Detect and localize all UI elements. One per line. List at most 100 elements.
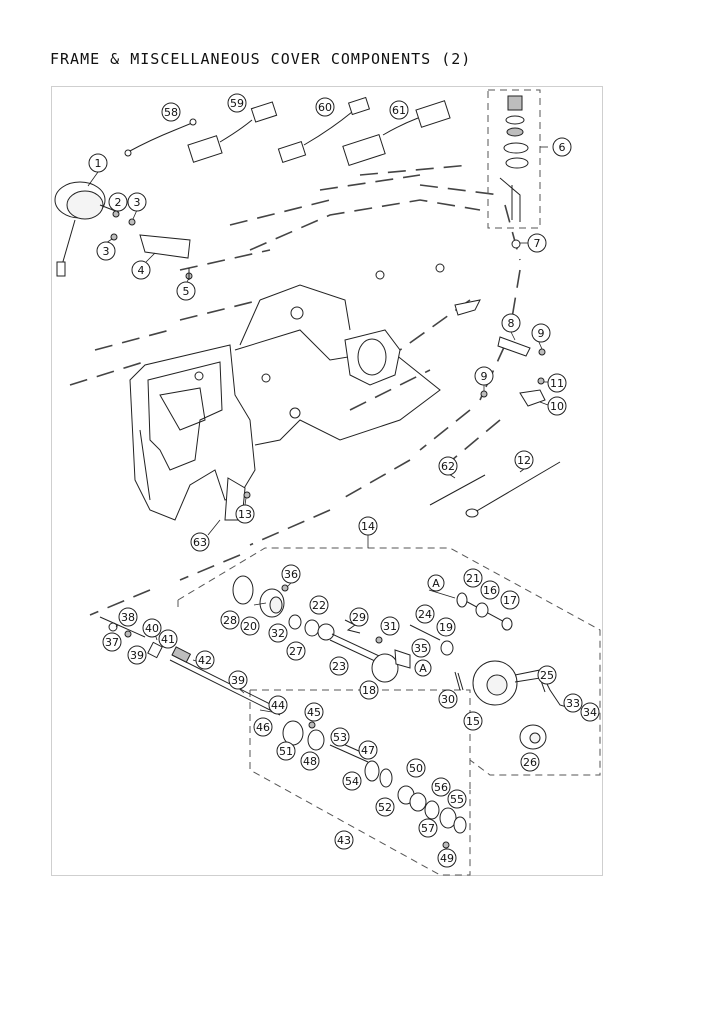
- svg-text:59: 59: [230, 97, 244, 110]
- svg-text:45: 45: [307, 706, 321, 719]
- callout-60: 60: [315, 97, 335, 117]
- callout-16: 16: [480, 580, 500, 600]
- callout-18: 18: [359, 680, 379, 700]
- diagram-frame: [51, 86, 603, 876]
- svg-text:29: 29: [352, 611, 366, 624]
- callout-58: 58: [161, 102, 181, 122]
- svg-text:47: 47: [361, 744, 375, 757]
- svg-text:35: 35: [414, 642, 428, 655]
- callout-14: 14: [358, 516, 378, 536]
- svg-text:39: 39: [130, 649, 144, 662]
- svg-text:15: 15: [466, 715, 480, 728]
- callout-55: 55: [447, 789, 467, 809]
- svg-text:26: 26: [523, 756, 537, 769]
- callout-39a: 39: [127, 645, 147, 665]
- callout-47: 47: [358, 740, 378, 760]
- svg-text:50: 50: [409, 762, 423, 775]
- svg-text:49: 49: [440, 852, 454, 865]
- svg-text:40: 40: [145, 622, 159, 635]
- callout-56: 56: [431, 777, 451, 797]
- callout-32: 32: [268, 623, 288, 643]
- svg-text:56: 56: [434, 781, 448, 794]
- svg-text:13: 13: [238, 508, 252, 521]
- callout-20: 20: [240, 616, 260, 636]
- svg-text:46: 46: [256, 721, 270, 734]
- svg-text:39: 39: [231, 674, 245, 687]
- svg-text:58: 58: [164, 106, 178, 119]
- callout-37: 37: [102, 632, 122, 652]
- callout-17: 17: [500, 590, 520, 610]
- callout-46: 46: [253, 717, 273, 737]
- svg-text:33: 33: [566, 697, 580, 710]
- callout-62: 62: [438, 456, 458, 476]
- callout-34: 34: [580, 702, 600, 722]
- callout-3a: 3: [127, 192, 147, 212]
- callout-42: 42: [195, 650, 215, 670]
- svg-text:57: 57: [421, 822, 435, 835]
- svg-text:31: 31: [383, 620, 397, 633]
- lower-cluster: [282, 720, 467, 849]
- svg-text:12: 12: [517, 454, 531, 467]
- callout-52: 52: [375, 797, 395, 817]
- svg-text:34: 34: [583, 706, 597, 719]
- callout-27: 27: [286, 641, 306, 661]
- svg-text:42: 42: [198, 654, 212, 667]
- callout-19: 19: [436, 617, 456, 637]
- callout-41: 41: [158, 629, 178, 649]
- svg-text:23: 23: [332, 660, 346, 673]
- callout-38: 38: [118, 607, 138, 627]
- main-frame-casting: [129, 263, 445, 521]
- callout-11: 11: [547, 373, 567, 393]
- callout-9a: 9: [531, 323, 551, 343]
- svg-text:53: 53: [333, 731, 347, 744]
- callout-29: 29: [349, 607, 369, 627]
- svg-text:63: 63: [193, 536, 207, 549]
- svg-text:38: 38: [121, 611, 135, 624]
- callout-21: 21: [463, 568, 483, 588]
- svg-text:44: 44: [271, 699, 285, 712]
- svg-text:16: 16: [483, 584, 497, 597]
- callout-54: 54: [342, 771, 362, 791]
- svg-text:22: 22: [312, 599, 326, 612]
- svg-text:21: 21: [466, 572, 480, 585]
- svg-text:3: 3: [134, 196, 141, 209]
- callout-3b: 3: [96, 241, 116, 261]
- svg-text:1: 1: [95, 157, 102, 170]
- callout-49: 49: [437, 848, 457, 868]
- svg-text:62: 62: [441, 460, 455, 473]
- svg-text:10: 10: [550, 400, 564, 413]
- callout-53: 53: [330, 727, 350, 747]
- callout-39b: 39: [228, 670, 248, 690]
- svg-text:9: 9: [538, 327, 545, 340]
- callout-A1: A: [427, 574, 445, 592]
- svg-text:54: 54: [345, 775, 359, 788]
- svg-text:43: 43: [337, 834, 351, 847]
- callout-59: 59: [227, 93, 247, 113]
- callout-15: 15: [463, 711, 483, 731]
- callout-61: 61: [389, 100, 409, 120]
- svg-text:37: 37: [105, 636, 119, 649]
- svg-text:32: 32: [271, 627, 285, 640]
- callout-2: 2: [108, 192, 128, 212]
- svg-text:30: 30: [441, 693, 455, 706]
- callout-63: 63: [190, 532, 210, 552]
- callout-50: 50: [406, 758, 426, 778]
- svg-text:3: 3: [103, 245, 110, 258]
- callout-A2: A: [414, 659, 432, 677]
- callout-40: 40: [142, 618, 162, 638]
- callout-28: 28: [220, 610, 240, 630]
- svg-text:6: 6: [559, 141, 566, 154]
- callouts: 58 59 60 61 1 2 3 3 4 5 6 7 8 9 9 11 10 …: [88, 93, 600, 868]
- svg-text:60: 60: [318, 101, 332, 114]
- svg-text:25: 25: [540, 669, 554, 682]
- callout-24: 24: [415, 604, 435, 624]
- svg-text:A: A: [432, 577, 440, 590]
- svg-text:2: 2: [115, 196, 122, 209]
- svg-text:24: 24: [418, 608, 432, 621]
- callout-13: 13: [235, 504, 255, 524]
- parts-2-5-bracket: [110, 210, 193, 280]
- svg-text:27: 27: [289, 645, 303, 658]
- callout-10: 10: [547, 396, 567, 416]
- callout-33: 33: [563, 693, 583, 713]
- svg-text:17: 17: [503, 594, 517, 607]
